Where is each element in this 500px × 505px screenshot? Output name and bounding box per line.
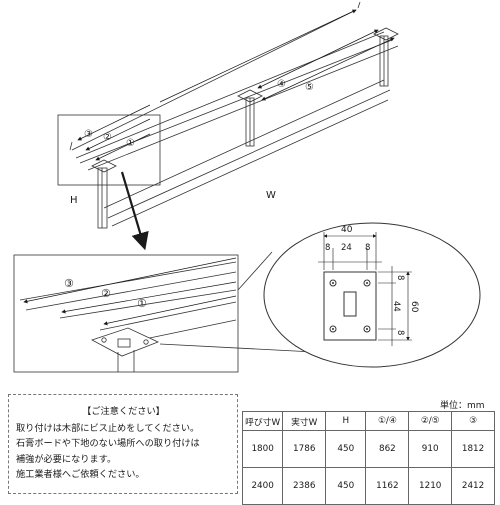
size-table: 呼び寸W 実寸W H ①/④ ②/⑤ ③ 1800 1786 450 862 9… <box>241 411 495 505</box>
table-header-row: 呼び寸W 実寸W H ①/④ ②/⑤ ③ <box>241 411 495 431</box>
table-cell: 1210 <box>408 467 453 505</box>
caution-line-2: 石膏ボードや下地のない場所への取り付けは <box>16 438 200 449</box>
detail-view: ③ ② ① <box>13 254 239 373</box>
table-cell: 450 <box>325 430 367 468</box>
unit-label: 単位：mm <box>440 401 485 411</box>
caution-title: 【ご注意ください】 <box>82 406 165 417</box>
dim-44: 44 <box>391 301 401 312</box>
table-cell: 2412 <box>451 467 495 505</box>
dim-40: 40 <box>341 225 353 235</box>
label-circle-2-detail: ② <box>101 287 111 300</box>
header-nominal-width: 呼び寸W <box>241 411 284 431</box>
table-row: 2400 2386 450 1162 1210 2412 <box>241 467 495 505</box>
caution-note: 【ご注意ください】 取り付けは木部にビス止めをしてください。 石膏ボードや下地の… <box>8 394 238 494</box>
label-circle-5: ⑤ <box>305 82 314 93</box>
dim-8-right: 8 <box>365 243 370 253</box>
dim-8-top: 8 <box>395 275 405 280</box>
header-1-4: ①/④ <box>365 411 410 431</box>
caution-line-1: 取り付けは木部にビス止めをしてください。 <box>16 422 200 434</box>
table-cell: 910 <box>408 430 453 468</box>
label-circle-1-detail: ① <box>137 297 147 310</box>
table-cell: 1800 <box>241 430 284 468</box>
label-circle-3-top: ③ <box>84 129 93 140</box>
table-row: 1800 1786 450 862 910 1812 <box>241 430 495 468</box>
caution-line-3: 補強が必要になります。 <box>16 453 117 465</box>
header-3: ③ <box>451 411 495 431</box>
dim-8-left: 8 <box>325 243 330 253</box>
table-cell: 2400 <box>241 467 284 505</box>
table-cell: 1162 <box>365 467 410 505</box>
table-cell: 2386 <box>282 467 327 505</box>
header-h: H <box>325 411 367 431</box>
dim-60: 60 <box>409 301 419 313</box>
dim-8-bottom: 8 <box>395 330 405 335</box>
label-circle-4: ④ <box>277 79 286 90</box>
detail-callout-box <box>57 114 161 186</box>
technical-drawing: ③ ② ① ④ ⑤ H W ③ ② ① <box>13 1 481 373</box>
table-cell: 450 <box>325 467 367 505</box>
table-cell: 1812 <box>451 430 495 468</box>
label-h: H <box>70 195 78 206</box>
dim-24: 24 <box>341 243 352 253</box>
detail-arrow <box>120 171 149 251</box>
label-circle-3-detail: ③ <box>64 277 74 290</box>
caution-line-4: 施工業者様へご依頼ください。 <box>16 469 145 480</box>
label-circle-2-top: ② <box>103 132 112 143</box>
header-actual-width: 実寸W <box>282 411 327 431</box>
header-2-5: ②/⑤ <box>408 411 453 431</box>
label-w: W <box>266 190 276 201</box>
plate-detail-ellipse: 40 8 24 8 8 44 8 60 <box>263 222 481 368</box>
table-cell: 862 <box>365 430 410 468</box>
table-cell: 1786 <box>282 430 327 468</box>
label-circle-1-top: ① <box>126 138 135 149</box>
